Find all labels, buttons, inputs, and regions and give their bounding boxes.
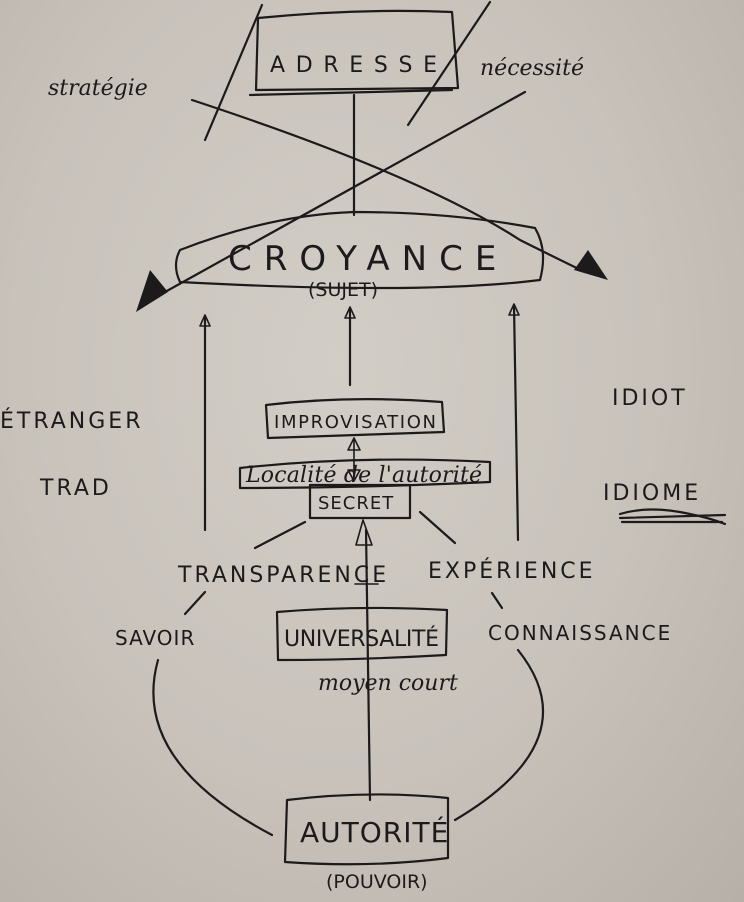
adresse-strike-right: [406, 0, 492, 127]
savoir-label: SAVOIR: [115, 626, 195, 650]
right-arrow-head: [508, 303, 520, 316]
scribbled-word: [618, 508, 727, 526]
croyance-sub-label: (SUJET): [308, 279, 378, 301]
right-arrow-line: [512, 303, 520, 542]
autorite-secret-line: [364, 528, 372, 802]
localite-box: [238, 458, 492, 490]
adresse-label: ADRESSE: [270, 53, 440, 78]
autorite-label: AUTORITÉ: [300, 815, 449, 849]
adresse-box: [254, 9, 460, 92]
strategie-arrow-line: [190, 98, 587, 274]
trad-label: TRAD: [39, 476, 112, 501]
moyen-label: moyen court: [318, 671, 458, 696]
secret-arrow-head: [355, 519, 373, 546]
arrow-head-left: [136, 270, 168, 312]
localite-label: Localité de l'autorité: [245, 463, 482, 488]
adresse-strike-left: [203, 3, 264, 142]
adresse-underline: [248, 88, 454, 97]
universalite-label: UNIVERSALITÉ: [284, 626, 439, 652]
pouvoir-label: (POUVOIR): [326, 871, 428, 893]
universalite-box: [275, 606, 449, 662]
strategie-label: stratégie: [48, 76, 148, 101]
savoir-autorite-curve: [152, 658, 274, 837]
transparence-savoir-line: [183, 590, 207, 616]
experience-label: EXPÉRIENCE: [428, 558, 596, 584]
experience-connaissance-line: [490, 591, 504, 610]
left-arrow-head: [199, 314, 211, 327]
arrow-head-right: [574, 250, 608, 280]
secret-transparence-line: [253, 520, 307, 550]
necessite-label: nécessité: [480, 56, 584, 81]
idiot-label: IDIOT: [612, 386, 688, 411]
transparence-label: TRANSPARENCE: [177, 563, 389, 588]
connaissance-label: CONNAISSANCE: [488, 621, 672, 645]
necessite-arrow-line: [163, 90, 527, 294]
improvisation-box: [264, 398, 446, 440]
autorite-box: [283, 793, 450, 866]
idiome-label: IDIOME: [603, 481, 701, 506]
improvisation-label: IMPROVISATION: [274, 412, 436, 433]
etranger-label: ÉTRANGER: [0, 408, 143, 434]
center-arrow-head: [344, 306, 356, 319]
croyance-box: [174, 210, 545, 290]
connaissance-autorite-curve: [453, 648, 544, 822]
secret-experience-line: [418, 510, 457, 545]
double-arrow-up-head: [347, 437, 361, 451]
double-arrow-down-head: [347, 469, 361, 482]
croyance-label: CROYANCE: [228, 239, 508, 279]
secret-box: [308, 483, 412, 520]
secret-label: SECRET: [318, 493, 394, 514]
